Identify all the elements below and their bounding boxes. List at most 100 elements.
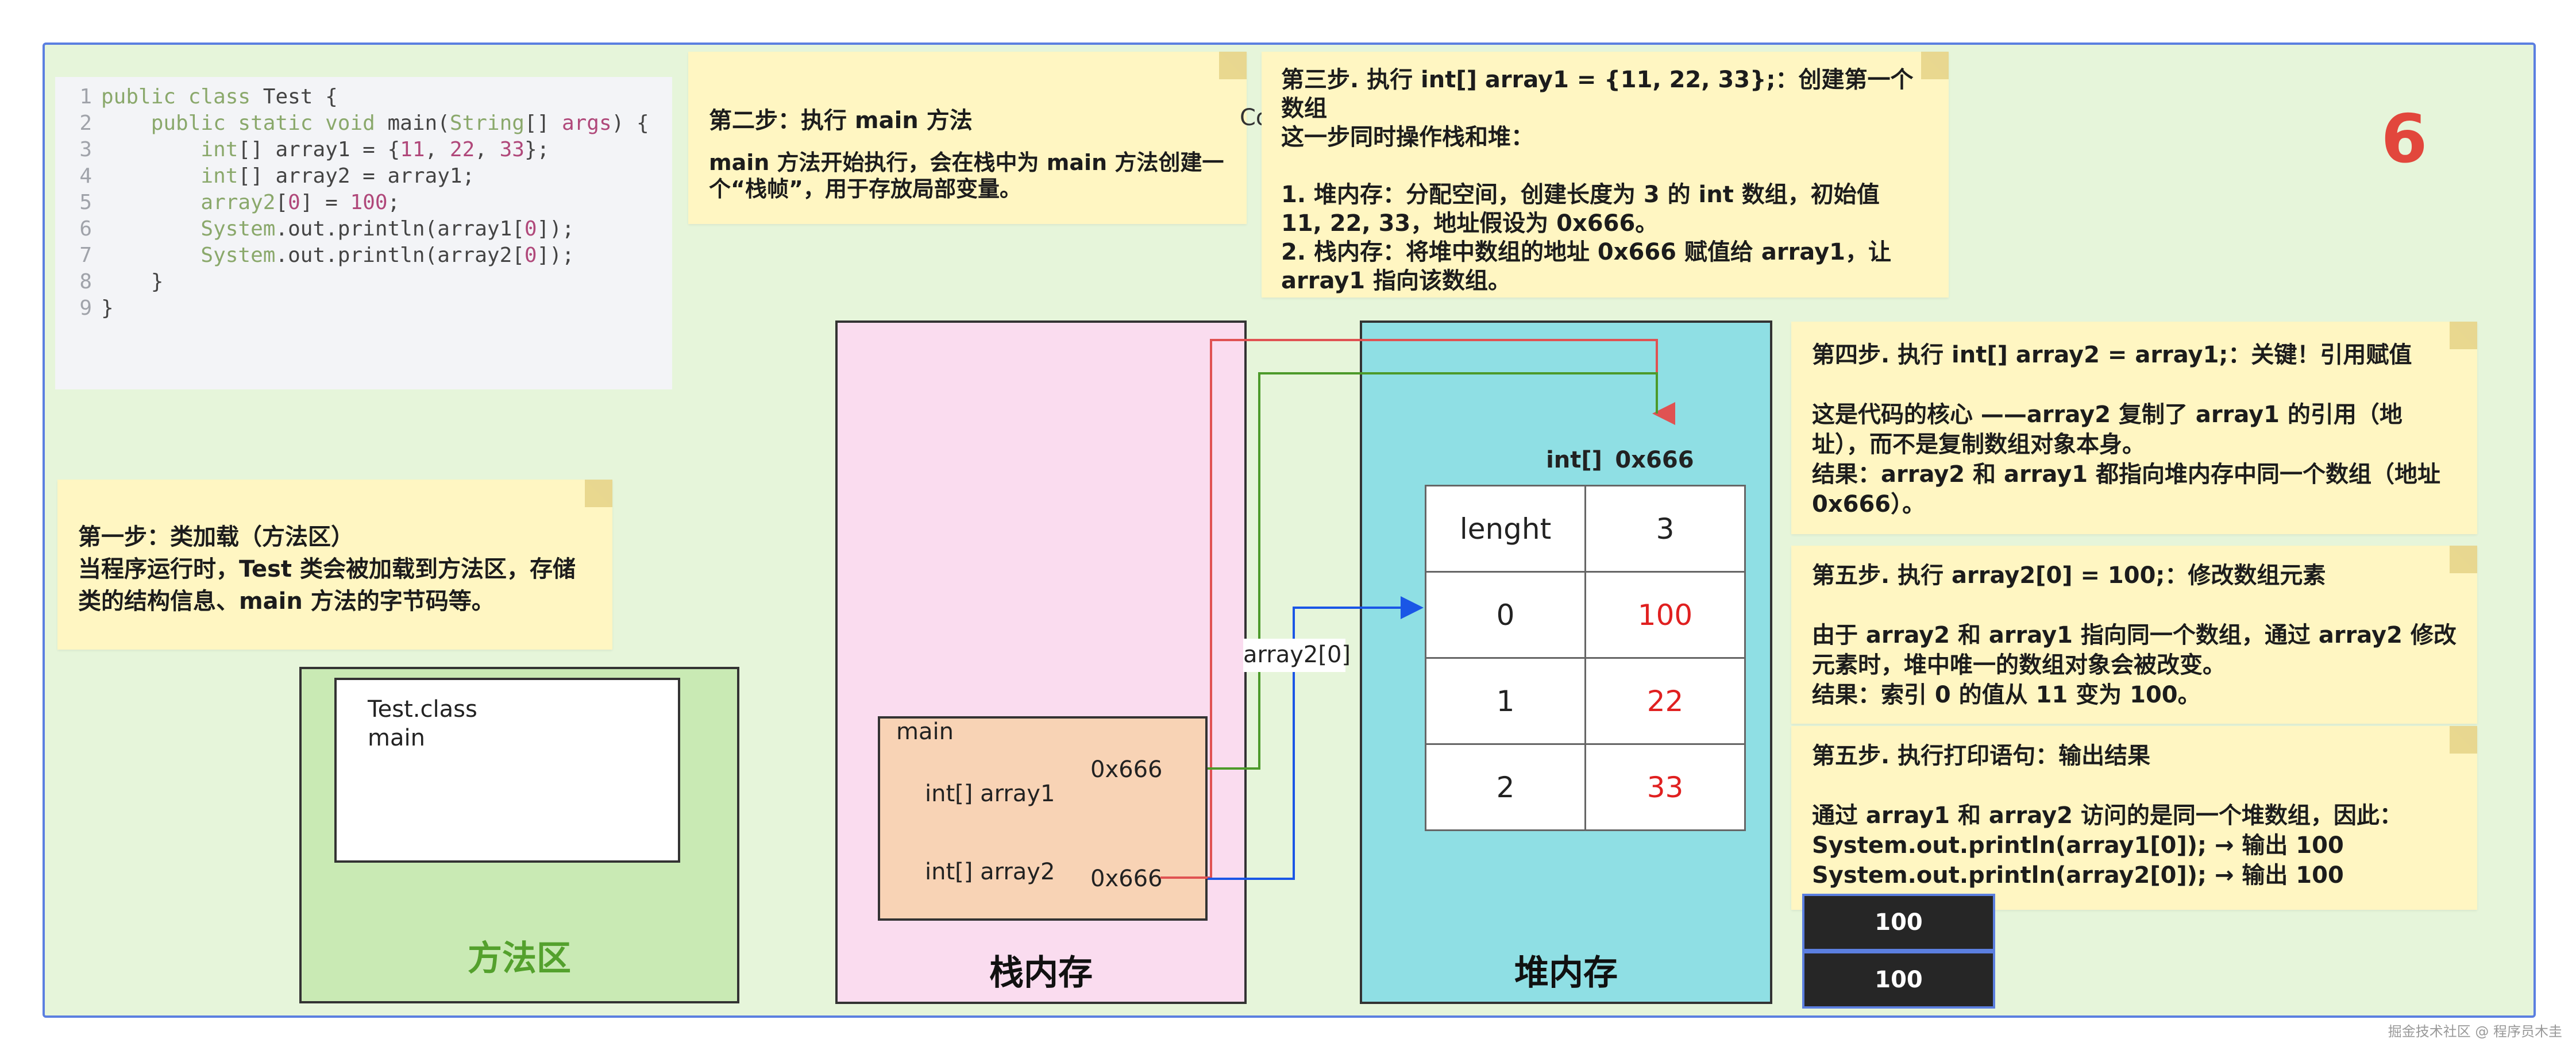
code-token: args (561, 111, 612, 135)
heap-array-value: 22 (1584, 657, 1746, 745)
code-line: 6 System.out.println(array1[0]); (55, 216, 672, 242)
heap-array-value: 100 (1584, 571, 1746, 659)
line-number: 4 (79, 164, 92, 188)
code-token: [] array2 = array1; (238, 164, 475, 188)
line-number: 5 (79, 191, 92, 214)
code-token: .out.println(array1[ (275, 217, 525, 241)
code-token: ]); (537, 244, 574, 267)
watermark-credit: 掘金技术社区 @ 程序员木圭 (2388, 1024, 2562, 1040)
code-token: System (101, 217, 276, 241)
note-step2: 第二步：执行 main 方法 main 方法开始执行，会在栈中为 main 方法… (688, 52, 1247, 224)
code-token: ] = (300, 191, 350, 214)
output-box-1: 100 (1802, 894, 1995, 951)
line-number: 2 (79, 111, 92, 135)
note-step2-body: main 方法开始执行，会在栈中为 main 方法创建一个“栈帧”，用于存放局部… (709, 150, 1224, 202)
method-name: main (368, 725, 425, 751)
method-area-class-box: Test.class main (334, 678, 680, 863)
code-line: 5 array2[0] = 100; (55, 190, 672, 216)
code-token: public class (101, 85, 263, 109)
code-token: ) { (611, 111, 649, 135)
step-number: 6 (2381, 101, 2428, 178)
main-stack-frame: main 0x666 int[] array1 int[] array2 0x6… (878, 716, 1208, 921)
note-step5a-text: 第五步. 执行 array2[0] = 100;：修改数组元素 由于 array… (1812, 562, 2457, 708)
code-token: int (101, 138, 238, 161)
code-token: } (101, 270, 164, 294)
note-step2-title: 第二步：执行 main 方法 (709, 107, 973, 134)
code-token: 0 (524, 244, 537, 267)
note-step3-text: 第三步. 执行 int[] array1 = {11, 22, 33};：创建第… (1281, 67, 1914, 294)
code-line: 7 System.out.println(array2[0]); (55, 242, 672, 269)
code-token: int (101, 164, 238, 188)
stack-title: 栈内存 (989, 953, 1093, 993)
code-token: [] (524, 111, 562, 135)
code-token: , (425, 138, 450, 161)
code-token: 33 (499, 138, 525, 161)
note-step4: 第四步. 执行 int[] array2 = array1;：关键！引用赋值 这… (1791, 322, 2477, 534)
note-step5b-text: 第五步. 执行打印语句：输出结果 通过 array1 和 array2 访问的是… (1812, 743, 2403, 889)
var-array1-label: int[] array1 (925, 781, 1055, 807)
note-step5b: 第五步. 执行打印语句：输出结果 通过 array1 和 array2 访问的是… (1791, 726, 2477, 910)
note-step1-text: 第一步：类加载（方法区） 当程序运行时，Test 类会被加载到方法区，存储类的结… (78, 524, 576, 615)
code-token: String (449, 111, 525, 135)
line-number: 7 (79, 244, 92, 267)
code-token: 100 (350, 191, 388, 214)
code-token: [] array1 = { (238, 138, 400, 161)
heap-array-key: 2 (1425, 743, 1586, 831)
code-token: 22 (449, 138, 475, 161)
var-array2-value: 0x666 (1090, 866, 1163, 892)
code-token: ; (387, 191, 400, 214)
array2-index0-write-line (1208, 596, 1424, 880)
code-line: 9} (55, 295, 672, 322)
method-area-title: 方法区 (468, 939, 571, 979)
note-step1: 第一步：类加载（方法区） 当程序运行时，Test 类会被加载到方法区，存储类的结… (57, 480, 612, 650)
frame-label: main (896, 719, 954, 745)
code-token: 0 (288, 191, 300, 214)
line-number: 6 (79, 217, 92, 241)
code-line: 4 int[] array2 = array1; (55, 163, 672, 190)
code-line: 2 public static void main(String[] args)… (55, 110, 672, 137)
code-token: ]); (537, 217, 574, 241)
array-type-label: int[] (1546, 447, 1602, 473)
code-token: array2 (101, 191, 276, 214)
code-line: 8 } (55, 269, 672, 295)
heap-array-key: lenght (1425, 485, 1586, 573)
output-box-2: 100 (1802, 951, 1995, 1009)
var-array2-label: int[] array2 (925, 859, 1055, 885)
array2-index0-label: array2[0] (1243, 639, 1351, 672)
line-number: 8 (79, 270, 92, 294)
note-step3: 第三步. 执行 int[] array1 = {11, 22, 33};：创建第… (1262, 52, 1949, 298)
code-token: public static void (101, 111, 388, 135)
code-token: main( (387, 111, 450, 135)
array-address-label: 0x666 (1615, 447, 1694, 473)
line-number: 9 (79, 296, 92, 320)
code-token: System (101, 244, 276, 267)
code-token: [ (275, 191, 288, 214)
line-number: 1 (79, 85, 92, 109)
var-array1-value: 0x666 (1090, 756, 1163, 783)
note-step5a: 第五步. 执行 array2[0] = 100;：修改数组元素 由于 array… (1791, 546, 2477, 724)
code-token: }; (524, 138, 550, 161)
code-token: 11 (400, 138, 425, 161)
array1-reference-line (1208, 372, 1658, 770)
array2-reference-line (1160, 339, 1675, 879)
code-token: , (475, 138, 500, 161)
heap-title: 堆内存 (1514, 953, 1618, 993)
heap-array-value: 3 (1584, 485, 1746, 573)
line-number: 3 (79, 138, 92, 161)
code-token: .out.println(array2[ (275, 244, 525, 267)
class-name: Test.class (368, 696, 477, 723)
heap-array-key: 1 (1425, 657, 1586, 745)
heap-array-key: 0 (1425, 571, 1586, 659)
code-token: } (101, 296, 114, 320)
code-line: 3 int[] array1 = {11, 22, 33}; (55, 137, 672, 163)
code-token: 0 (524, 217, 537, 241)
note-step4-text: 第四步. 执行 int[] array2 = array1;：关键！引用赋值 这… (1812, 342, 2441, 518)
